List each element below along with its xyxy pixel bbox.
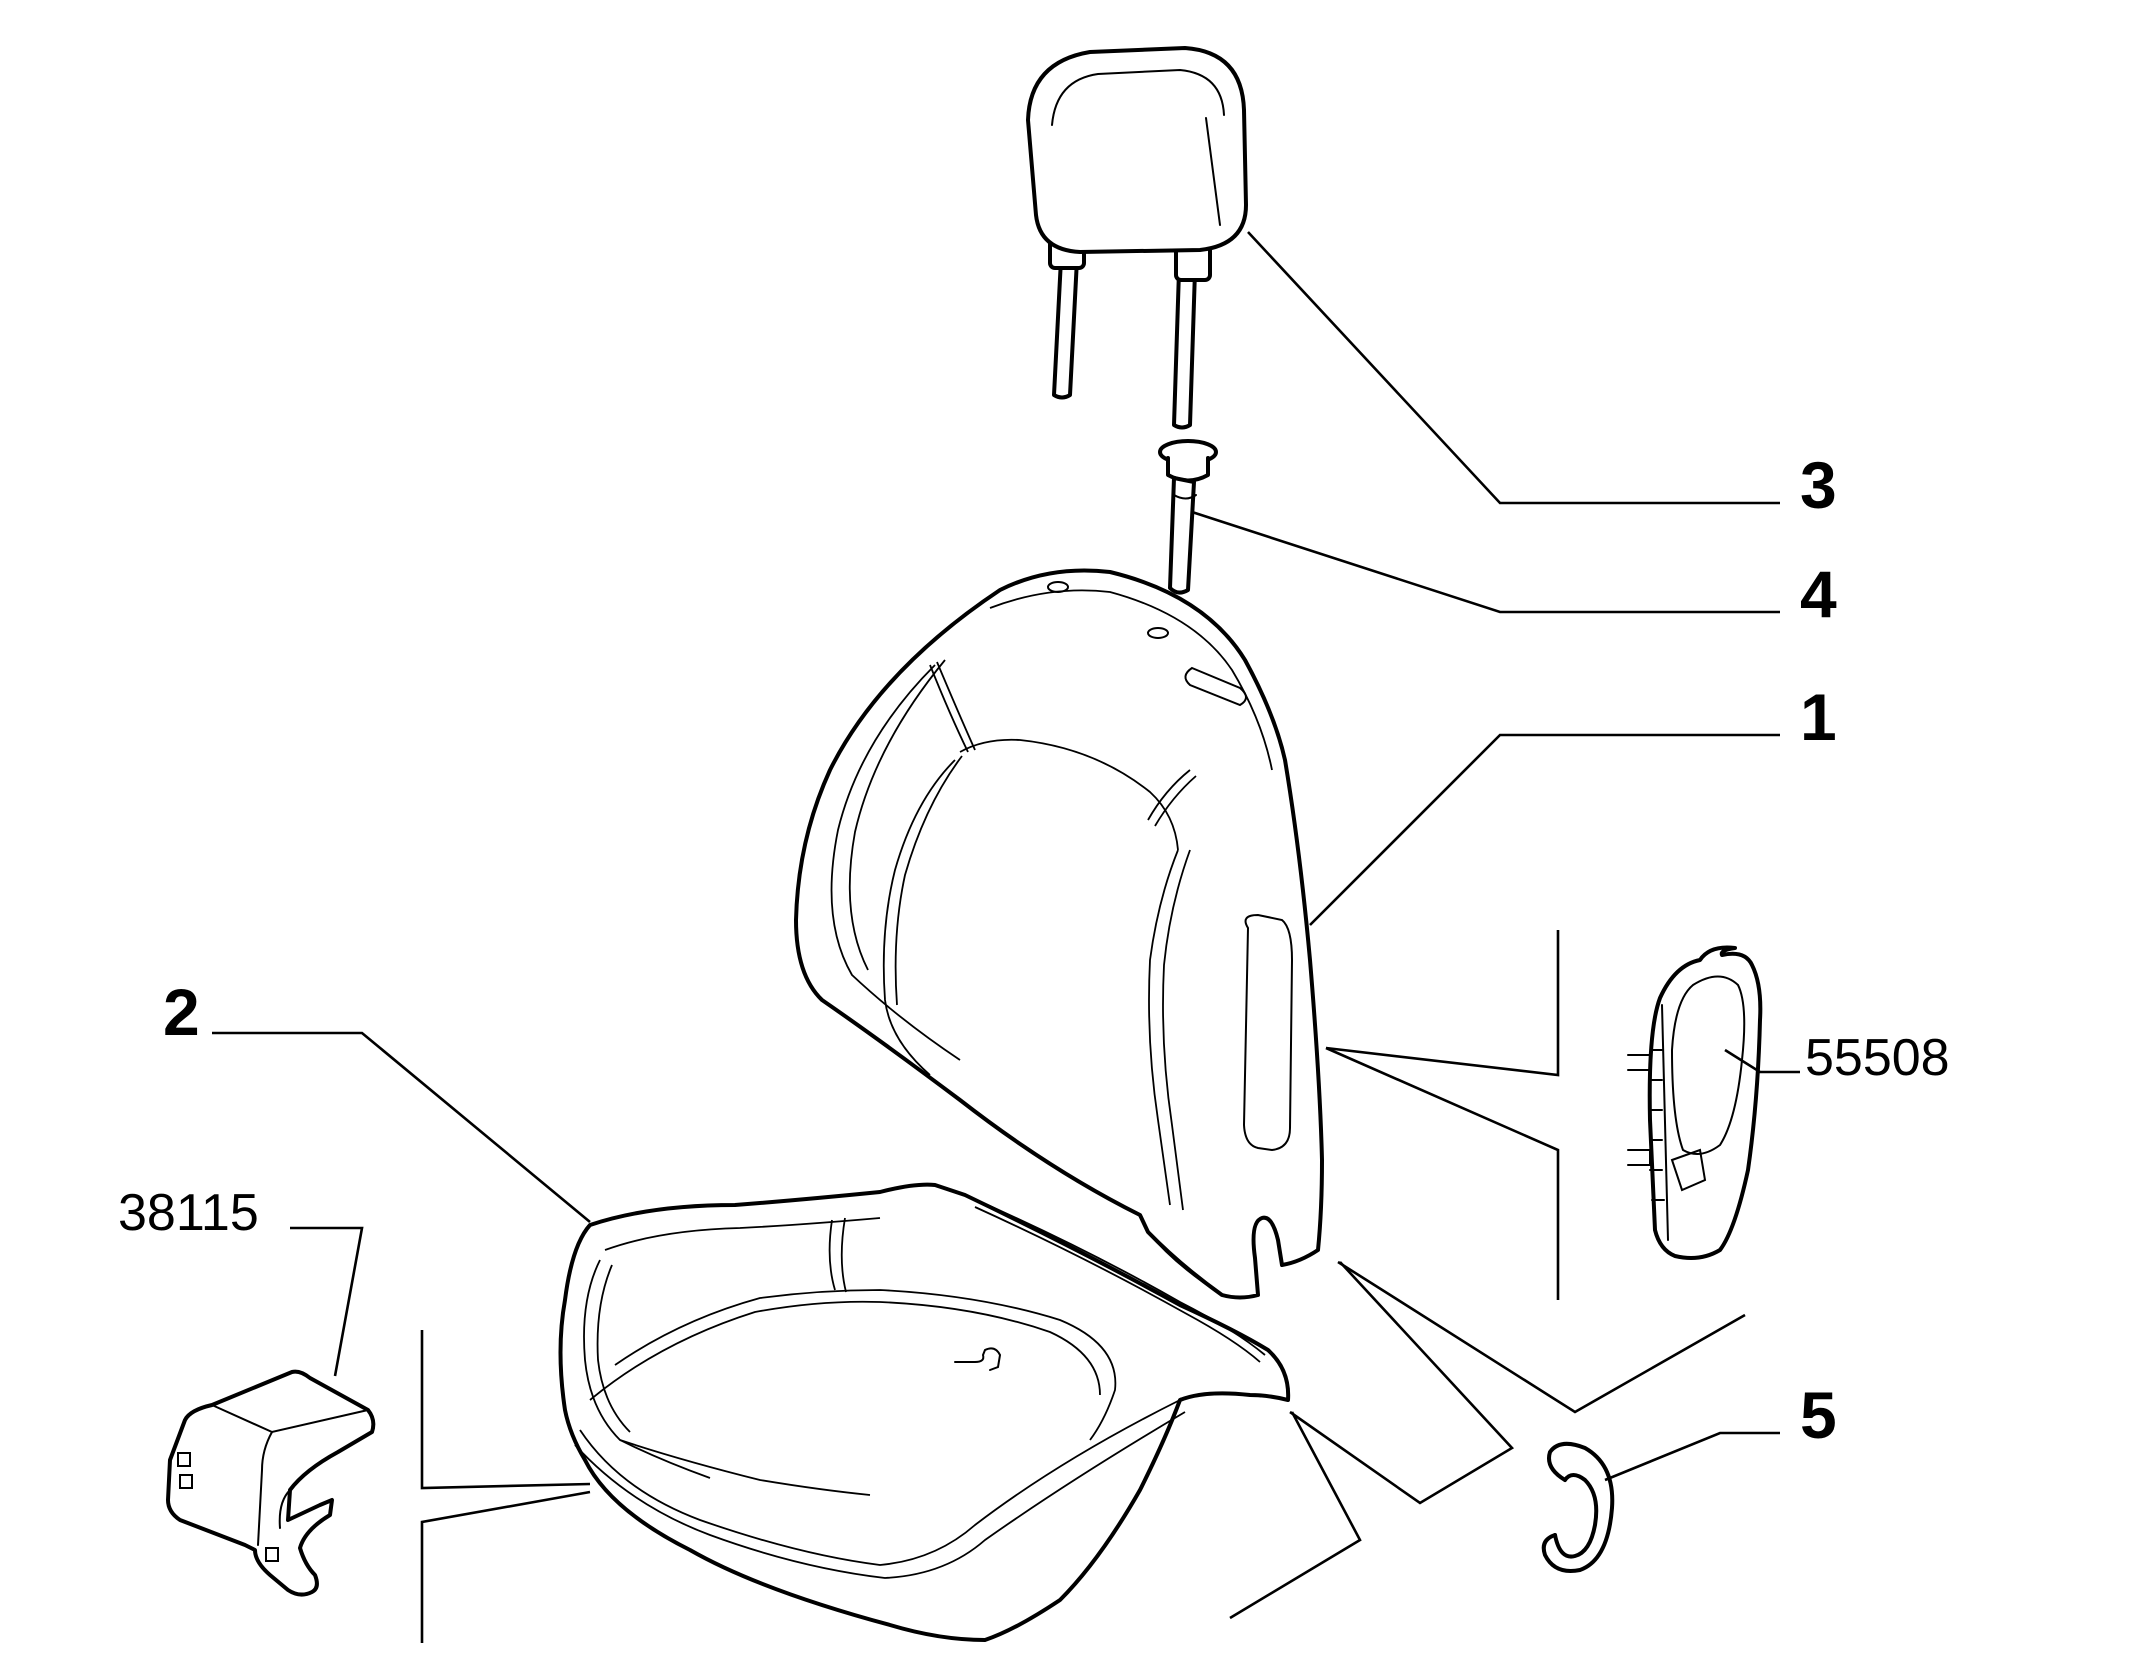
leader-lines bbox=[212, 231, 1800, 1643]
callout-1: 1 bbox=[1800, 680, 1837, 754]
clip-ring[interactable] bbox=[1541, 1441, 1615, 1573]
callout-2: 2 bbox=[163, 975, 200, 1049]
callout-5: 5 bbox=[1800, 1378, 1837, 1452]
seat-cushion[interactable] bbox=[558, 1182, 1291, 1642]
callout-3: 3 bbox=[1800, 448, 1837, 522]
headrest[interactable] bbox=[1026, 46, 1248, 430]
part-number-38115: 38115 bbox=[118, 1184, 259, 1242]
callout-4: 4 bbox=[1800, 557, 1837, 631]
side-trim-panel[interactable] bbox=[1627, 945, 1763, 1260]
part-number-55508: 55508 bbox=[1805, 1029, 1950, 1087]
trim-clip[interactable] bbox=[166, 1369, 376, 1597]
seat-backrest[interactable] bbox=[794, 568, 1324, 1300]
headrest-guide[interactable] bbox=[1158, 439, 1218, 595]
